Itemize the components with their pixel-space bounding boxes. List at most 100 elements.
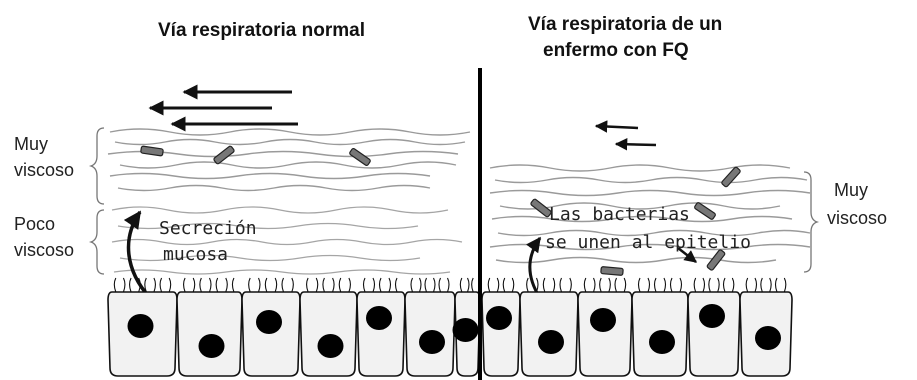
cilium	[339, 278, 341, 292]
cilium	[671, 278, 673, 292]
label-secretion-1: Secreción	[159, 218, 257, 240]
epithelial-cell	[578, 292, 632, 376]
cilium	[389, 278, 391, 292]
left-mucus-upper	[108, 129, 470, 191]
epithelial-cell	[300, 292, 357, 376]
cilium	[349, 278, 351, 292]
label-bacteria-2: se unen al epitelio	[545, 232, 751, 254]
cell-nucleus	[590, 308, 616, 332]
flow-arrow	[616, 144, 656, 145]
cilium	[396, 278, 398, 292]
cilium	[527, 278, 529, 292]
left-flow-arrows	[150, 92, 298, 124]
cilium	[570, 278, 572, 292]
cilium	[724, 278, 726, 292]
right-flow-arrows	[596, 126, 656, 145]
cilium	[226, 278, 228, 292]
label-bacteria-1: Las bacterias	[549, 204, 690, 226]
cilium	[210, 278, 212, 292]
label-low-viscous-1: Poco	[14, 214, 55, 236]
brace-right	[804, 172, 817, 272]
cilium	[275, 278, 277, 292]
cilium	[770, 278, 772, 292]
cilium	[488, 278, 490, 292]
cilium	[784, 278, 786, 292]
cilium	[718, 278, 720, 292]
cilium	[160, 278, 162, 292]
label-secretion-2: mucosa	[163, 244, 228, 266]
cilium	[468, 278, 470, 292]
cell-nucleus	[755, 326, 781, 350]
cilium	[600, 278, 602, 292]
cilium	[249, 278, 251, 292]
cilium	[411, 278, 413, 292]
cilium	[703, 278, 705, 292]
cilium	[615, 278, 617, 292]
cilium	[323, 278, 325, 292]
cilium	[380, 278, 382, 292]
cilium	[776, 278, 778, 292]
bacterium	[141, 146, 164, 156]
epithelium	[108, 278, 792, 376]
label-very-viscous-left-2: viscoso	[14, 160, 74, 182]
cell-nucleus	[453, 318, 479, 342]
cilium	[472, 278, 474, 292]
cell-nucleus	[649, 330, 675, 354]
cell-nucleus	[486, 306, 512, 330]
cilium	[460, 278, 462, 292]
cilium	[655, 278, 657, 292]
cilium	[265, 278, 267, 292]
cilium	[193, 278, 195, 292]
cilium	[639, 278, 641, 292]
cilium	[216, 278, 218, 292]
cilium	[307, 278, 309, 292]
epithelial-cell	[242, 292, 300, 376]
cell-nucleus	[256, 310, 282, 334]
bacterium	[601, 267, 624, 276]
cilium	[373, 278, 375, 292]
cilium	[664, 278, 666, 292]
epithelial-cell	[177, 292, 242, 376]
cilium	[123, 278, 125, 292]
label-very-viscous-right-2: viscoso	[827, 208, 887, 230]
cilium	[434, 278, 436, 292]
cilium	[560, 278, 562, 292]
cilium	[448, 278, 450, 292]
cilium	[584, 278, 586, 292]
cell-nucleus	[128, 314, 154, 338]
cilium	[609, 278, 611, 292]
cilium	[694, 278, 696, 292]
cell-nucleus	[699, 304, 725, 328]
cilium	[624, 278, 626, 292]
cilium	[364, 278, 366, 292]
cilium	[259, 278, 261, 292]
cilium	[439, 278, 441, 292]
title-normal: Vía respiratoria normal	[158, 20, 365, 43]
cilium	[130, 278, 132, 292]
cilium	[425, 278, 427, 292]
cilium	[543, 278, 545, 292]
cilium	[169, 278, 171, 292]
secretion-arrow	[530, 238, 540, 298]
epithelial-cell	[482, 292, 520, 376]
cilium	[184, 278, 186, 292]
cilium	[282, 278, 284, 292]
epithelial-cell	[357, 292, 405, 376]
cilium	[232, 278, 234, 292]
cilium	[594, 278, 596, 292]
cilium	[755, 278, 757, 292]
cilium	[648, 278, 650, 292]
title-fq-line1: Vía respiratoria de un	[528, 14, 722, 37]
cell-nucleus	[318, 334, 344, 358]
cilium	[537, 278, 539, 292]
cilium	[316, 278, 318, 292]
cell-nucleus	[366, 306, 392, 330]
cilium	[333, 278, 335, 292]
label-very-viscous-right-1: Muy	[834, 180, 868, 202]
cilium	[292, 278, 294, 292]
cell-nucleus	[419, 330, 445, 354]
cilium	[497, 278, 499, 292]
cilium	[553, 278, 555, 292]
cilium	[746, 278, 748, 292]
